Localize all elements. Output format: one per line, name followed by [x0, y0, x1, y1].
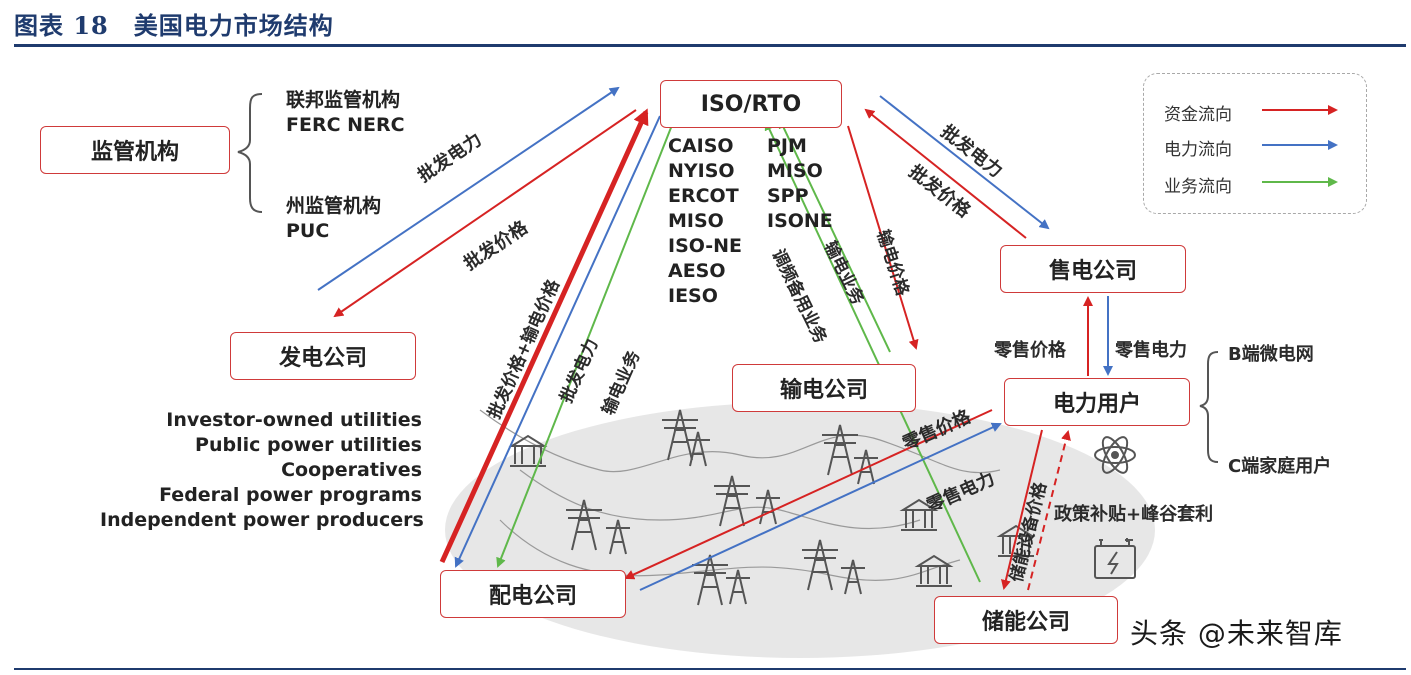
- arrow-iso-to-retail-power: [879, 95, 1050, 230]
- arrow-iso-to-dist-power: [454, 115, 661, 568]
- bottom-divider: [14, 668, 1406, 670]
- node-storage: 储能公司: [934, 596, 1118, 644]
- legend-money-label: 资金流向: [1164, 105, 1232, 125]
- figure-title: 图表 18 美国电力市场结构: [14, 11, 334, 40]
- iso-item: CAISO: [668, 135, 734, 157]
- consumer-type-c: C端家庭用户: [1228, 456, 1332, 477]
- iso-item: ISO-NE: [668, 235, 743, 257]
- iso-item: ISONE: [767, 210, 833, 232]
- state-regulator-orgs: PUC: [286, 220, 330, 242]
- generator-type: Federal power programs: [159, 484, 422, 506]
- regulator-bracket: [237, 93, 263, 213]
- arrow-iso-to-gen-money: [333, 109, 637, 318]
- arrow-retail-to-iso-money: [864, 108, 1027, 239]
- plant-icons: [508, 434, 1036, 587]
- iso-item: NYISO: [668, 160, 735, 182]
- consumer-type-b: B端微电网: [1228, 344, 1314, 365]
- generator-types: Investor-owned utilities Public power ut…: [100, 408, 424, 533]
- node-regulator: 监管机构: [40, 126, 230, 174]
- legend-power-label: 电力流向: [1164, 140, 1232, 160]
- arrow-storage-to-iso-business: [764, 120, 981, 583]
- iso-list-col1: CAISO NYISO ERCOT MISO ISO-NE AESO IESO: [668, 134, 742, 309]
- arrow-trans-to-iso-business: [778, 118, 891, 353]
- federal-regulator-orgs: FERC NERC: [286, 114, 405, 136]
- watermark: 头条 @未来智库: [1130, 617, 1343, 650]
- generator-type: Public power utilities: [195, 434, 422, 456]
- consumer-bracket: [1199, 351, 1219, 463]
- federal-regulator-name: 联邦监管机构: [286, 89, 401, 111]
- node-iso-rto: ISO/RTO: [660, 80, 842, 128]
- label-retail-power: 零售电力: [1115, 340, 1187, 361]
- arrow-gen-to-iso-power: [317, 86, 620, 291]
- arrow-consumer-to-dist-money: [624, 409, 993, 580]
- arrow-dist-to-consumer-power: [639, 422, 1002, 591]
- iso-item: PJM: [767, 135, 807, 157]
- top-divider: [14, 44, 1406, 47]
- federal-regulators: 联邦监管机构 FERC NERC: [286, 88, 405, 138]
- node-retailer: 售电公司: [1000, 245, 1186, 293]
- arrow-iso-to-trans-money: [847, 125, 919, 350]
- node-distribution: 配电公司: [440, 570, 626, 618]
- label-retail-price: 零售价格: [994, 340, 1066, 361]
- legend-business-label: 业务流向: [1164, 177, 1232, 197]
- arrow-dist-to-iso-money: [439, 108, 649, 564]
- generator-type: Cooperatives: [281, 459, 422, 481]
- atom-icon: [1094, 436, 1136, 474]
- iso-item: ERCOT: [668, 185, 739, 207]
- node-generator: 发电公司: [230, 332, 416, 380]
- iso-item: MISO: [767, 160, 823, 182]
- legend: 资金流向 电力流向 业务流向: [1143, 73, 1367, 214]
- iso-item: AESO: [668, 260, 726, 282]
- iso-list-col2: PJM MISO SPP ISONE: [767, 134, 833, 234]
- arrow-iso-to-dist-business: [496, 119, 675, 568]
- iso-item: IESO: [668, 285, 718, 307]
- arrow-storage-to-consumer-dashed: [1027, 430, 1071, 591]
- generator-type: Independent power producers: [100, 509, 424, 531]
- iso-item: SPP: [767, 185, 809, 207]
- transmission-towers: [566, 409, 878, 606]
- iso-item: MISO: [668, 210, 724, 232]
- node-consumer: 电力用户: [1004, 378, 1190, 426]
- label-policy: 政策补贴+峰谷套利: [1054, 504, 1214, 525]
- state-regulator-name: 州监管机构: [286, 195, 382, 217]
- battery-icon: [1094, 538, 1136, 579]
- generator-type: Investor-owned utilities: [166, 409, 422, 431]
- node-transmission: 输电公司: [732, 364, 916, 412]
- state-regulators: 州监管机构 PUC: [286, 194, 381, 244]
- arrow-consumer-to-storage-money: [1001, 429, 1043, 590]
